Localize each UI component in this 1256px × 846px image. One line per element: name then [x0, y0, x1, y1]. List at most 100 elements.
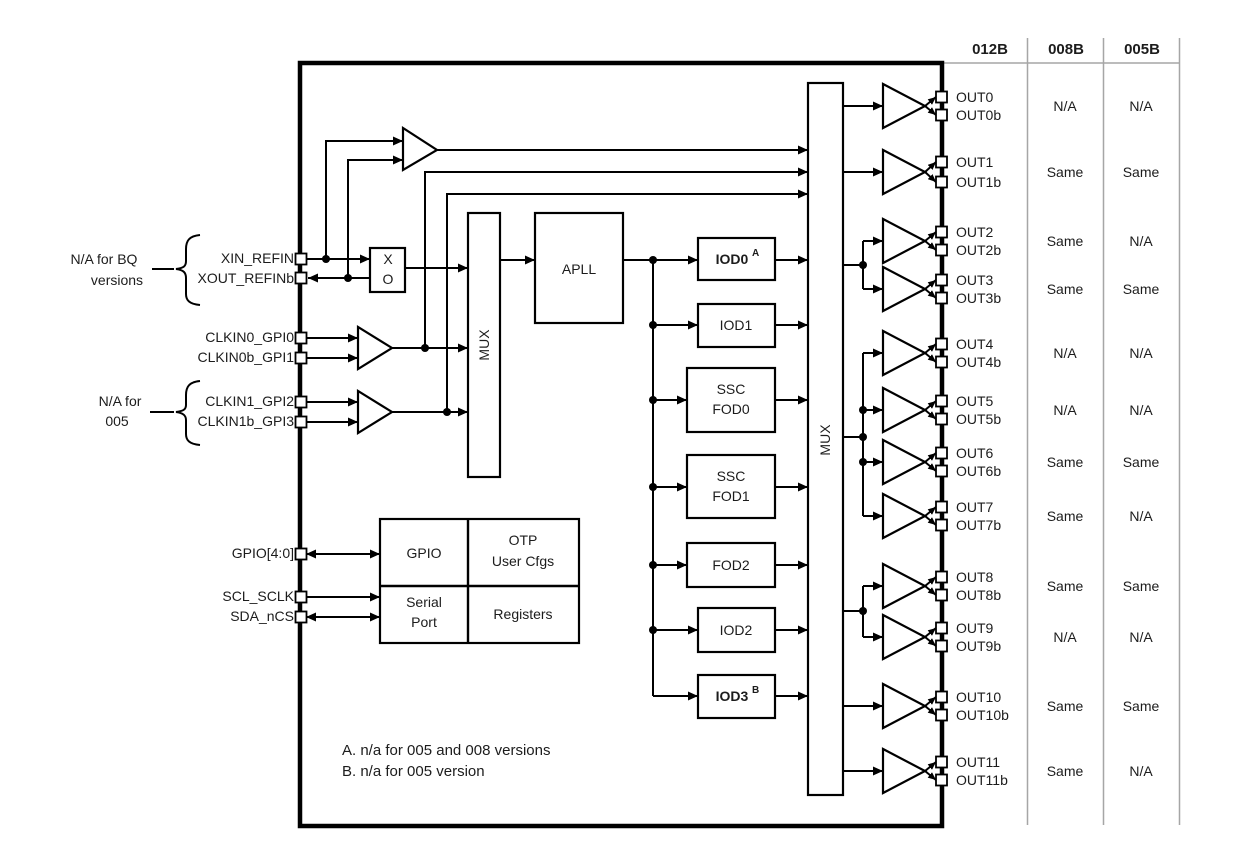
- out9-pin: [935, 621, 948, 635]
- pin-label-out8: OUT8: [956, 569, 994, 585]
- chip-pins: [294, 90, 948, 787]
- out3b-pin: [935, 291, 948, 305]
- ssc-fod0-label-line2: FOD0: [712, 401, 750, 417]
- pin-label-out9: OUT9: [956, 620, 994, 636]
- cell-out5-008b: N/A: [1053, 402, 1077, 418]
- out7b-pin: [935, 518, 948, 532]
- pin-label-out3b: OUT3b: [956, 290, 1001, 306]
- pin-label-out7b: OUT7b: [956, 517, 1001, 533]
- iod0-block: [696, 236, 777, 282]
- wire: [924, 400, 937, 411]
- pin-label-out1b: OUT1b: [956, 174, 1001, 190]
- wire: [924, 105, 937, 116]
- out4-buffer: [881, 329, 928, 377]
- out2-pin: [935, 225, 948, 239]
- apll-label: APLL: [562, 261, 596, 277]
- pin-label-out2: OUT2: [956, 224, 994, 240]
- config-block: GPIO OTP User Cfgs Serial Port Registers: [306, 517, 581, 645]
- input-mux-label: MUX: [476, 329, 492, 361]
- ssc-fod0-label-line1: SSC: [717, 381, 746, 397]
- pin-label-out9b: OUT9b: [956, 638, 1001, 654]
- cell-out4-008b: N/A: [1053, 345, 1077, 361]
- wire: [649, 321, 657, 329]
- out11-buffer: [881, 747, 928, 795]
- out1b-pin: [935, 175, 948, 189]
- na005-note-line1: N/A for: [99, 393, 142, 409]
- pin-label-out1: OUT1: [956, 154, 994, 170]
- gpio-pin: [294, 547, 308, 561]
- wire: [924, 343, 937, 354]
- iod1-label: IOD1: [720, 317, 753, 333]
- ssc-fod1-label-line2: FOD1: [712, 488, 750, 504]
- pin-label-xin: XIN_REFIN: [221, 250, 294, 266]
- xo-label-bottom: O: [383, 271, 394, 287]
- footnote-b: B. n/a for 005 version: [342, 763, 485, 780]
- out3-buffer: [881, 265, 928, 313]
- wire: [924, 576, 937, 587]
- clkin1b-pin: [294, 415, 308, 429]
- wire: [859, 406, 867, 414]
- wire: [924, 770, 937, 781]
- clkin0-pin: [294, 331, 308, 345]
- cell-out7-005b: N/A: [1129, 508, 1153, 524]
- pin-label-out6: OUT6: [956, 445, 994, 461]
- pin-label-out4b: OUT4b: [956, 354, 1001, 370]
- wire: [859, 458, 867, 466]
- out9b-pin: [935, 639, 948, 653]
- wire: [924, 409, 937, 420]
- otp-cell-line1: OTP: [509, 532, 538, 548]
- pin-label-out10: OUT10: [956, 689, 1001, 705]
- pin-label-out0b: OUT0b: [956, 107, 1001, 123]
- wire: [446, 189, 808, 412]
- pin-label-out5b: OUT5b: [956, 411, 1001, 427]
- iod0-label: IOD0: [716, 251, 749, 267]
- out8-pin: [935, 570, 948, 584]
- column-header-012b: 012B: [972, 41, 1008, 58]
- cell-out6-005b: Same: [1123, 454, 1160, 470]
- wire: [924, 585, 937, 596]
- out0-buffer: [881, 82, 928, 130]
- out6b-pin: [935, 464, 948, 478]
- wire: [924, 636, 937, 647]
- iod2-label: IOD2: [720, 622, 753, 638]
- cell-out0-008b: N/A: [1053, 98, 1077, 114]
- out4b-pin: [935, 355, 948, 369]
- wire: [924, 761, 937, 772]
- out2-buffer: [881, 217, 928, 265]
- out7-buffer: [881, 492, 928, 540]
- wire: [322, 255, 330, 263]
- wire: [649, 396, 657, 404]
- out10b-pin: [935, 708, 948, 722]
- iod3-label: IOD3: [716, 688, 749, 704]
- cell-out8-005b: Same: [1123, 578, 1160, 594]
- cell-out0-005b: N/A: [1129, 98, 1153, 114]
- pin-label-out11b: OUT11b: [956, 772, 1008, 788]
- pin-label-clkin0b: CLKIN0b_GPI1: [198, 349, 295, 365]
- input-wires: [306, 136, 808, 427]
- wire: [924, 515, 937, 526]
- wire: [924, 240, 937, 251]
- cell-out2-008b: Same: [1047, 233, 1084, 249]
- wire: [924, 452, 937, 463]
- cell-out3-005b: Same: [1123, 281, 1160, 297]
- wire: [924, 506, 937, 517]
- reference-buffer: [401, 125, 440, 172]
- footnotes: A. n/a for 005 and 008 versions B. n/a f…: [342, 742, 550, 780]
- out8-buffer: [881, 562, 928, 610]
- wire: [924, 696, 937, 707]
- pin-label-out2b: OUT2b: [956, 242, 1001, 258]
- chip-boundary: [297, 60, 945, 829]
- out6-pin: [935, 446, 948, 460]
- serial-cell-line2: Port: [411, 614, 437, 630]
- wire: [424, 167, 808, 348]
- wire: [344, 274, 352, 282]
- pin-label-clkin0: CLKIN0_GPI0: [205, 329, 294, 345]
- wire: [859, 261, 867, 269]
- clkin1-pin: [294, 395, 308, 409]
- xout-pin: [294, 271, 308, 285]
- wire: [924, 279, 937, 290]
- cell-out10-008b: Same: [1047, 698, 1084, 714]
- out4-pin: [935, 337, 948, 351]
- pin-label-out3: OUT3: [956, 272, 994, 288]
- wire: [347, 155, 403, 278]
